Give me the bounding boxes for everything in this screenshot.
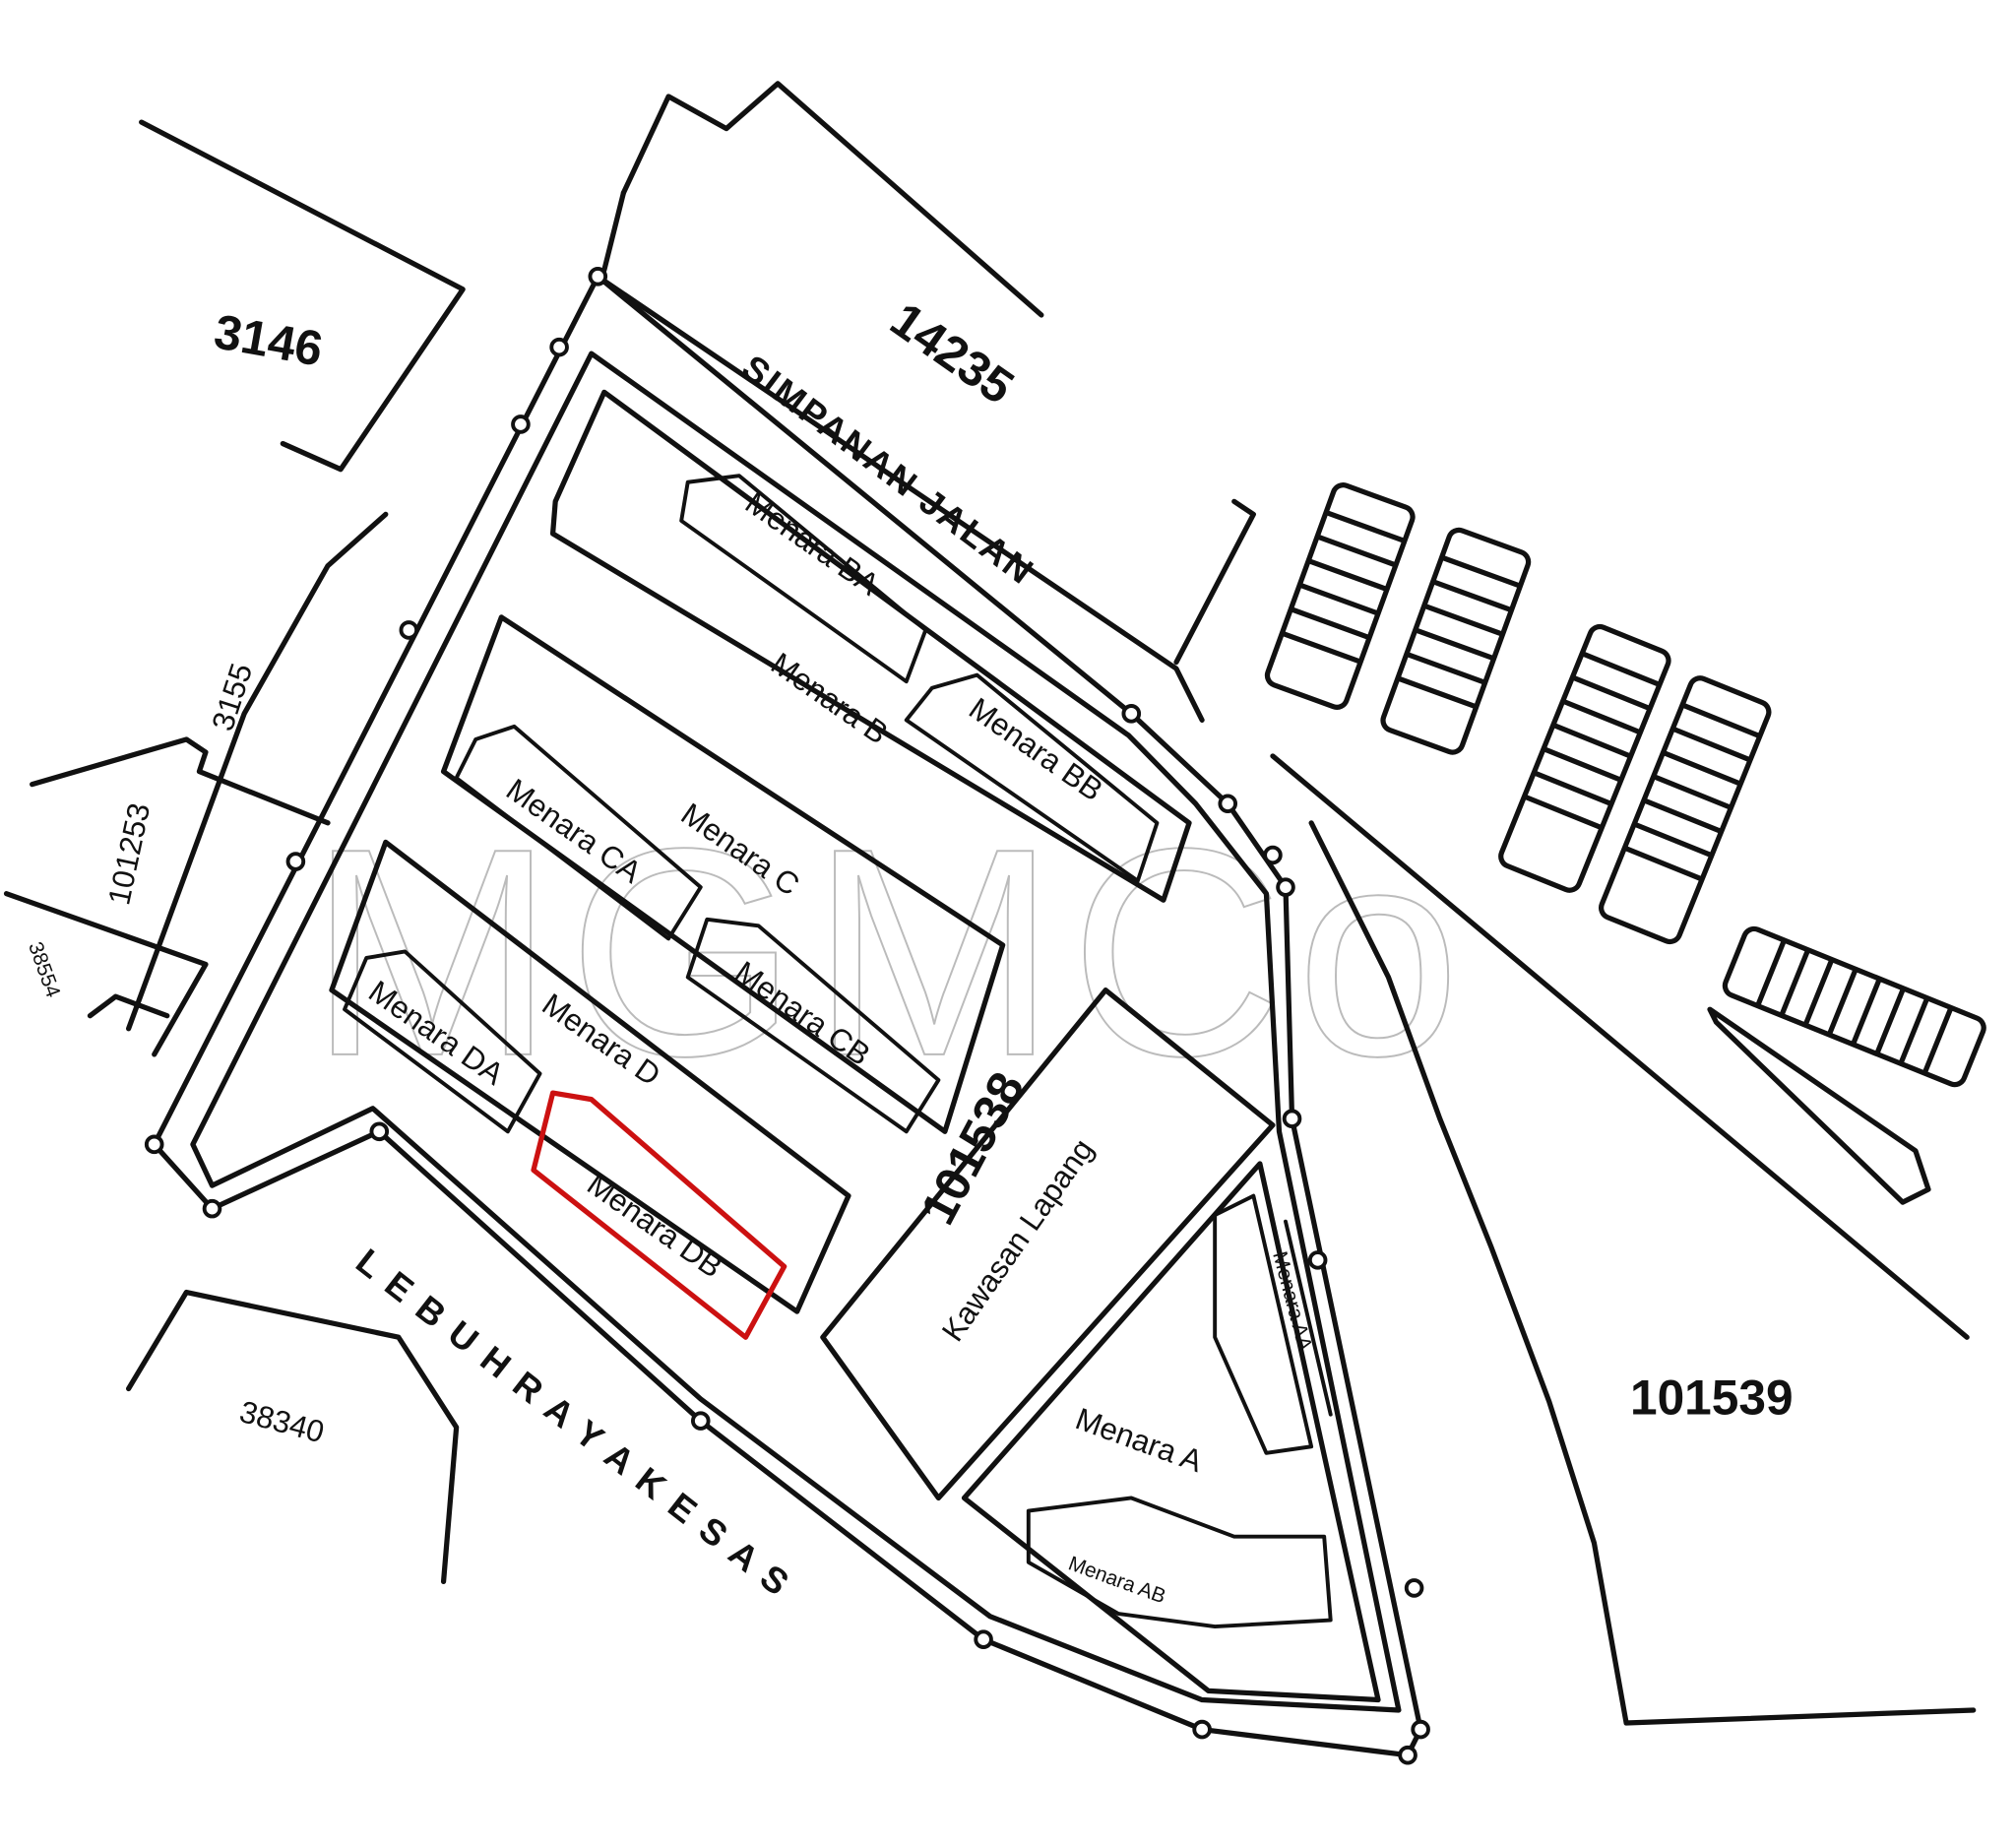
block-c-outline: [440, 614, 1006, 1134]
tower-b-label: Menara B: [765, 646, 894, 751]
simpanan-jalan-road-end: [1173, 498, 1256, 666]
terrace-house-row-2: [1380, 527, 1532, 755]
tower-aa-footprint: [1213, 1193, 1314, 1455]
tower-cb-footprint: [685, 917, 941, 1134]
lot-38340-label: 38340: [236, 1394, 328, 1449]
lot-14235-boundary: [620, 81, 1044, 318]
tower-ab-label: Menara AB: [1065, 1552, 1168, 1608]
lot-101539-boundary-west: [1308, 820, 1977, 1726]
lot-38554-edge: [87, 993, 170, 1019]
block-a-service-strip: [1284, 1219, 1333, 1417]
tower-ba-label: Menara BA: [739, 485, 886, 603]
lot-38554-label: 38554: [24, 939, 64, 1000]
lot-14235-label: 14235: [881, 291, 1024, 414]
site-outer-boundary: [152, 274, 1423, 1758]
lot-14235-edge: [601, 190, 627, 273]
lot-3146-boundary: [139, 119, 466, 473]
tower-da-footprint: [343, 949, 542, 1134]
tower-ab-footprint: [1026, 1496, 1333, 1629]
block-b-outline: [549, 389, 1192, 903]
terrace-house-row-3: [1498, 623, 1671, 893]
simpanan-jalan-road: [595, 274, 1205, 723]
terrace-house-row-1: [1264, 482, 1416, 710]
lot-101253-boundary: [30, 736, 331, 826]
terrace-house-row-5: [1722, 925, 1986, 1088]
lot-38554-boundary: [3, 891, 209, 1057]
kawasan-lapang-area: [820, 988, 1276, 1501]
tower-bb-footprint: [904, 672, 1160, 883]
lot-101539-label: 101539: [1630, 1370, 1794, 1426]
tower-ca-footprint: [454, 724, 703, 941]
tower-ba-footprint: [679, 474, 928, 684]
site-inner-road: [190, 350, 1402, 1713]
lot-3146-label: 3146: [211, 303, 327, 376]
block-d-outline: [329, 839, 851, 1314]
narrow-lot: [1707, 1006, 1931, 1205]
terrace-house-row-4: [1599, 675, 1772, 945]
block-a-outline: [961, 1161, 1381, 1703]
tower-a-label: Menara A: [1071, 1401, 1207, 1479]
lot-38340-boundary: [125, 1289, 460, 1584]
lot-3155-boundary: [125, 511, 389, 1032]
lot-101539-boundary-north: [1270, 753, 1970, 1340]
lot-101253-label: 101253: [101, 800, 157, 909]
tower-db-highlight[interactable]: [531, 1090, 788, 1340]
boundary-markers: [144, 266, 1430, 1765]
